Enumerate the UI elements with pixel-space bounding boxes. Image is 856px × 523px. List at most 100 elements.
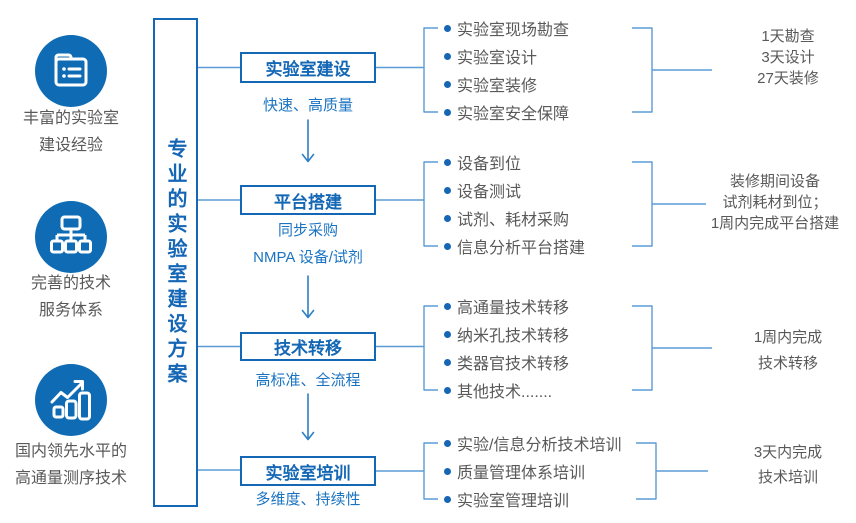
subtitle-line: 同步采购 <box>277 222 338 239</box>
list-item: 实验室管理培训 <box>444 485 621 513</box>
left-bracket-1 <box>423 27 438 113</box>
plan-title: 专业的实验室建设方案 <box>164 137 186 388</box>
bullet-label: 实验室装修 <box>457 78 538 95</box>
duration-line: 3天内完成 <box>753 444 823 461</box>
bullet-label: 实验/信息分析技术培训 <box>457 437 622 454</box>
caption-line: 丰富的实验室 <box>22 110 119 127</box>
bullet-label: 实验室设计 <box>457 50 538 67</box>
bullet-dot-icon <box>444 467 451 475</box>
stage-title: 平台搭建 <box>274 192 342 212</box>
duration-line: 试剂耗材到位； <box>722 194 828 211</box>
bullet-dot-icon <box>444 108 451 116</box>
left-bracket-4 <box>423 442 438 500</box>
bullet-label: 实验室安全保障 <box>457 106 570 123</box>
bullet-dot-icon <box>444 302 451 310</box>
list-item: 设备到位 <box>444 148 585 176</box>
bullet-list-tech-transfer: 高通量技术转移 纳米孔技术转移 类器官技术转移 其他技术....... <box>444 292 569 404</box>
bullet-list-lab-training: 实验/信息分析技术培训 质量管理体系培训 实验室管理培训 <box>444 429 621 513</box>
bullet-label: 实验室现场勘查 <box>457 22 570 39</box>
duration-line: 1周内完成平台搭建 <box>710 215 840 232</box>
sequencing-tech-caption: 国内领先水平的 高通量测序技术 <box>0 438 146 492</box>
bullet-label: 试剂、耗材采购 <box>457 212 570 229</box>
duration-line: 装修期间设备 <box>729 173 820 190</box>
duration-line: 1天勘查 <box>761 28 815 45</box>
caption-line: 国内领先水平的 <box>14 443 127 460</box>
stage-box-platform-setup: 平台搭建 <box>240 185 376 215</box>
duration-line: 3天设计 <box>761 49 815 66</box>
left-bracket-2 <box>423 161 438 247</box>
down-arrow-3 <box>301 393 315 441</box>
experience-feature <box>35 35 107 107</box>
down-arrow-1 <box>301 119 315 163</box>
duration-note-platform-setup: 装修期间设备 试剂耗材到位； 1周内完成平台搭建 <box>694 171 856 234</box>
bullet-dot-icon <box>444 214 451 222</box>
experience-caption: 丰富的实验室 建设经验 <box>0 105 146 159</box>
bullet-label: 高通量技术转移 <box>457 300 570 317</box>
sitemap-icon <box>35 201 107 273</box>
caption-line: 完善的技术 <box>30 275 111 292</box>
list-item: 实验室设计 <box>444 42 569 70</box>
bullet-dot-icon <box>444 330 451 338</box>
stage-subtitle-lab-construction: 快速、高质量 <box>218 92 398 119</box>
bullet-label: 信息分析平台搭建 <box>457 240 586 257</box>
stage-subtitle-platform-setup: 同步采购 NMPA 设备/试剂 <box>218 217 398 271</box>
right-bracket-2 <box>632 161 653 247</box>
bullet-label: 设备到位 <box>457 156 522 173</box>
list-item: 设备测试 <box>444 176 585 204</box>
stage-subtitle-tech-transfer: 高标准、全流程 <box>218 367 398 394</box>
list-item: 高通量技术转移 <box>444 292 569 320</box>
right-bracket-1 <box>632 27 653 113</box>
duration-line: 技术培训 <box>757 469 818 486</box>
bullet-label: 纳米孔技术转移 <box>457 328 570 345</box>
list-item: 信息分析平台搭建 <box>444 232 585 260</box>
caption-line: 建设经验 <box>38 137 103 154</box>
list-item: 实验室现场勘查 <box>444 14 569 42</box>
bullet-dot-icon <box>444 358 451 366</box>
bullet-dot-icon <box>444 439 451 447</box>
list-item: 试剂、耗材采购 <box>444 204 585 232</box>
stage-box-tech-transfer: 技术转移 <box>240 332 376 361</box>
bullet-list-lab-construction: 实验室现场勘查 实验室设计 实验室装修 实验室安全保障 <box>444 14 569 126</box>
right-bracket-4 <box>636 442 657 500</box>
list-item: 其他技术....... <box>444 376 569 404</box>
bullet-dot-icon <box>444 186 451 194</box>
down-arrow-2 <box>301 275 315 319</box>
bullet-list-platform-setup: 设备到位 设备测试 试剂、耗材采购 信息分析平台搭建 <box>444 148 585 260</box>
list-item: 类器官技术转移 <box>444 348 569 376</box>
list-item: 实验/信息分析技术培训 <box>444 429 621 457</box>
bullet-label: 实验室管理培训 <box>457 493 570 510</box>
duration-line: 技术转移 <box>757 355 818 372</box>
stage-subtitle-lab-training: 多维度、持续性 <box>218 486 398 513</box>
list-item: 质量管理体系培训 <box>444 457 621 485</box>
subtitle-line: 快速、高质量 <box>262 97 353 114</box>
caption-line: 高通量测序技术 <box>14 470 127 487</box>
plan-title-box: 专业的实验室建设方案 <box>153 18 198 507</box>
subtitle-line: NMPA 设备/试剂 <box>253 249 363 266</box>
stage-title: 实验室建设 <box>265 60 351 79</box>
duration-note-lab-construction: 1天勘查 3天设计 27天装修 <box>713 26 856 89</box>
duration-note-tech-transfer: 1周内完成 技术转移 <box>713 325 856 377</box>
list-item: 实验室装修 <box>444 70 569 98</box>
service-system-feature <box>35 201 107 273</box>
stage-title: 技术转移 <box>274 339 342 358</box>
bullet-label: 类器官技术转移 <box>457 356 570 373</box>
duration-note-lab-training: 3天内完成 技术培训 <box>713 440 856 490</box>
stage-title: 实验室培训 <box>265 463 351 483</box>
subtitle-line: 多维度、持续性 <box>255 491 361 508</box>
duration-line: 27天装修 <box>757 70 819 87</box>
sequencing-tech-feature <box>35 364 107 436</box>
bullet-dot-icon <box>444 495 451 503</box>
list-item: 纳米孔技术转移 <box>444 320 569 348</box>
growth-chart-icon <box>35 364 107 436</box>
bullet-dot-icon <box>444 386 451 394</box>
bullet-label: 设备测试 <box>457 184 522 201</box>
bullet-dot-icon <box>444 80 451 88</box>
service-system-caption: 完善的技术 服务体系 <box>0 270 146 324</box>
duration-line: 1周内完成 <box>753 329 823 346</box>
bullet-label: 质量管理体系培训 <box>457 465 586 482</box>
subtitle-line: 高标准、全流程 <box>255 372 361 389</box>
right-bracket-3 <box>632 305 653 391</box>
folder-list-icon <box>35 35 107 107</box>
bullet-dot-icon <box>444 158 451 166</box>
